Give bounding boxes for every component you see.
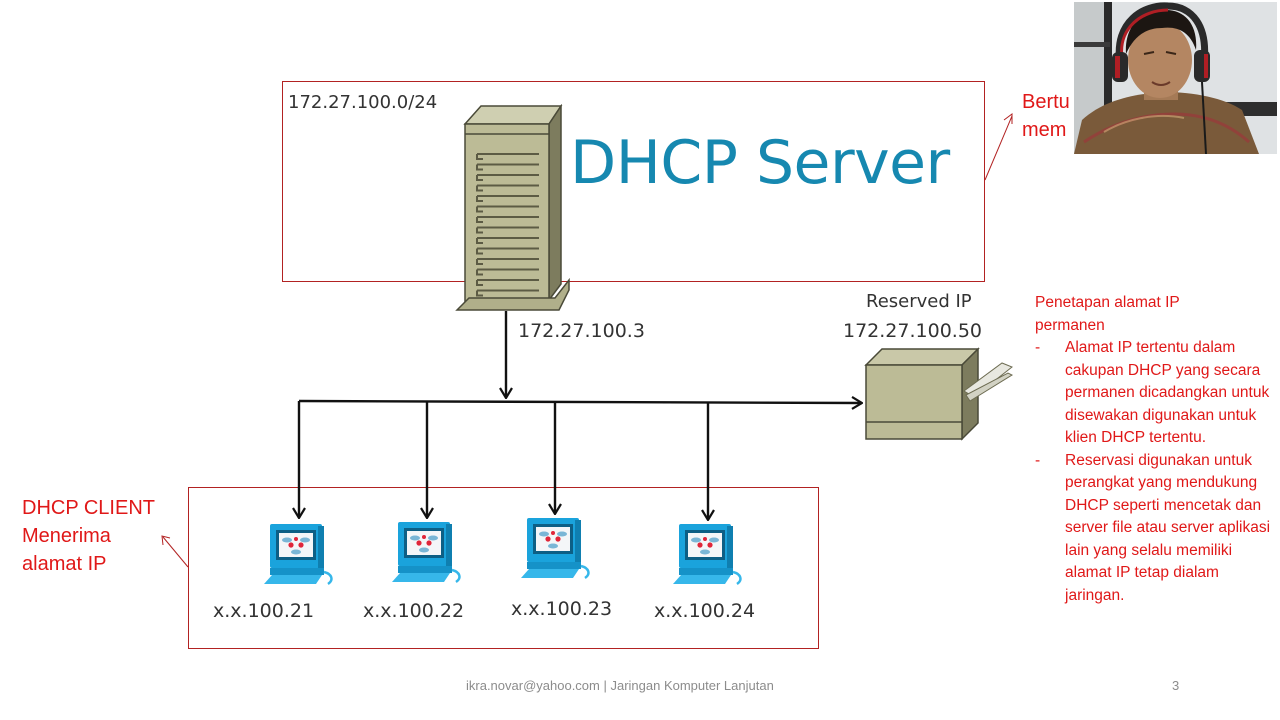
notes-heading-line: permanen (1035, 316, 1105, 334)
notes-bullet: - Reservasi digunakan untuk perangkat ya… (1035, 450, 1275, 608)
subnet-label: 172.27.100.0/24 (288, 92, 438, 113)
dhcp-client-note-line: alamat IP (22, 553, 107, 575)
server-vent (476, 247, 539, 255)
dhcp-client-note-line: DHCP CLIENT (22, 497, 155, 519)
slide-footer: ikra.novar@yahoo.com | Jaringan Komputer… (466, 678, 774, 693)
clients-highlight-box (188, 487, 819, 649)
printer-icon (864, 347, 1014, 441)
cut-note-arrow (984, 115, 1013, 181)
server-ip-label: 172.27.100.3 (518, 320, 645, 342)
server-vent (476, 237, 539, 244)
bullet-text: Reservasi digunakan untuk perangkat yang… (1065, 451, 1271, 604)
truncated-note-line: Bertu (1022, 91, 1070, 113)
server-vent (476, 195, 539, 202)
dhcp-client-note-line: Menerima (22, 525, 111, 547)
server-vent (476, 163, 539, 171)
slide-page-number: 3 (1172, 678, 1180, 693)
reserved-ip-title: Reserved IP (866, 291, 972, 312)
dhcp-client-note: DHCP CLIENT Menerima alamat IP (22, 494, 155, 578)
client-computer-icon (264, 524, 333, 586)
webcam-overlay (1074, 2, 1277, 154)
server-vent (476, 216, 539, 223)
notes-bullet: - Alamat IP tertentu dalam cakupan DHCP … (1035, 337, 1275, 450)
server-vent (476, 205, 539, 213)
bullet-dash: - (1035, 451, 1041, 469)
server-vent (476, 226, 539, 234)
client-computer-icon (392, 522, 461, 584)
bullet-text: Alamat IP tertentu dalam cakupan DHCP ya… (1065, 339, 1270, 446)
bullet-dash: - (1035, 339, 1041, 356)
server-vent (476, 258, 539, 265)
client-ip-label: x.x.100.24 (654, 600, 756, 622)
truncated-note: Bertu mem (1022, 88, 1070, 144)
backbone-line (298, 401, 862, 403)
client-ip-label: x.x.100.23 (511, 598, 613, 620)
notes-heading-line: Penetapan alamat IP (1035, 294, 1180, 311)
server-vent (476, 289, 539, 297)
reserved-ip-address: 172.27.100.50 (843, 320, 983, 342)
server-vent (476, 268, 539, 276)
client-ip-label: x.x.100.21 (213, 600, 315, 622)
presenter-video-icon (1074, 2, 1277, 154)
server-vent (476, 174, 539, 181)
reserved-ip-explanation: Penetapan alamat IP permanen - Alamat IP… (1035, 292, 1275, 607)
dhcp-server-title: DHCP Server (570, 128, 950, 198)
truncated-note-line: mem (1022, 119, 1067, 141)
client-computer-icon (521, 518, 590, 580)
client-note-arrow (162, 536, 189, 568)
client-ip-label: x.x.100.22 (363, 600, 465, 622)
server-vent (476, 279, 539, 286)
client-computer-icon (673, 524, 742, 586)
server-tower-icon (455, 104, 570, 311)
server-vent (476, 153, 539, 160)
server-highlight-box (282, 81, 985, 282)
server-vent (476, 184, 539, 192)
